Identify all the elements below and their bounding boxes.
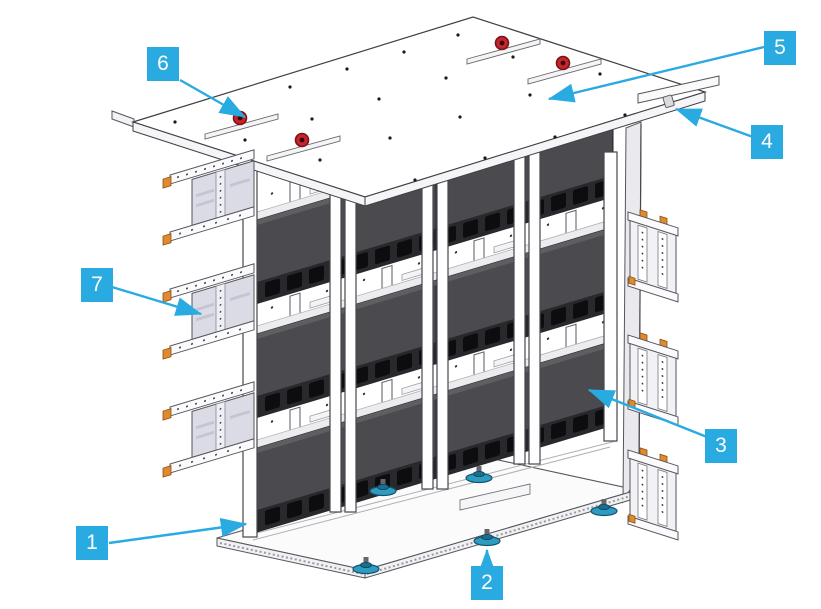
right-side-panel <box>627 443 679 541</box>
left-side-panel <box>162 381 255 478</box>
callout-4-leader <box>674 107 754 139</box>
rack-corner-edge <box>638 123 642 477</box>
suspension-clip <box>662 94 675 108</box>
lifting-eye <box>555 55 571 71</box>
lifting-eye <box>294 132 310 148</box>
leader-lines <box>108 45 765 576</box>
roof-mount-rail <box>637 75 720 104</box>
rack-right-face <box>622 121 642 504</box>
right-side-panel <box>627 328 679 426</box>
callout-4: 4 <box>751 125 783 159</box>
callout-3: 3 <box>705 429 737 463</box>
left-side-panel <box>162 263 255 360</box>
callout-1: 1 <box>76 526 108 560</box>
lifting-eye-rails <box>204 38 602 162</box>
callout-3-leader <box>587 388 708 439</box>
lifting-eye <box>494 35 510 51</box>
callout-5: 5 <box>764 31 796 65</box>
roof-screws <box>173 33 627 182</box>
callout-1-leader <box>108 517 248 545</box>
callout-5-leader <box>547 45 765 103</box>
right-side-panel <box>627 205 679 303</box>
callout-6-leader <box>179 78 247 119</box>
base-rim <box>216 489 638 579</box>
callout-6: 6 <box>147 47 179 81</box>
callout-7: 7 <box>81 268 113 302</box>
callout-2: 2 <box>471 566 503 600</box>
callout-7-leader <box>111 285 203 316</box>
